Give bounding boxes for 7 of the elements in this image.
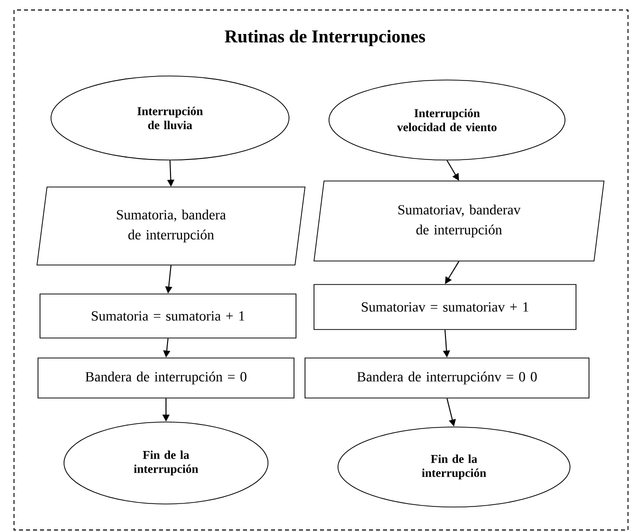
process-box: Bandera de interrupción = 0 bbox=[38, 358, 294, 398]
process-box: Sumatoria = sumatoria + 1 bbox=[40, 294, 296, 338]
process-box: Sumatoriav = sumatoriav + 1 bbox=[314, 284, 576, 330]
data-parallelogram: Sumatoriav, banderav de interrupción bbox=[314, 180, 604, 262]
data-parallelogram: Sumatoria, bandera de interrupción bbox=[36, 186, 306, 266]
process-box: Bandera de interrupciónv = 0 0 bbox=[304, 358, 590, 398]
title: Rutinas de Interrupciones bbox=[224, 30, 426, 46]
